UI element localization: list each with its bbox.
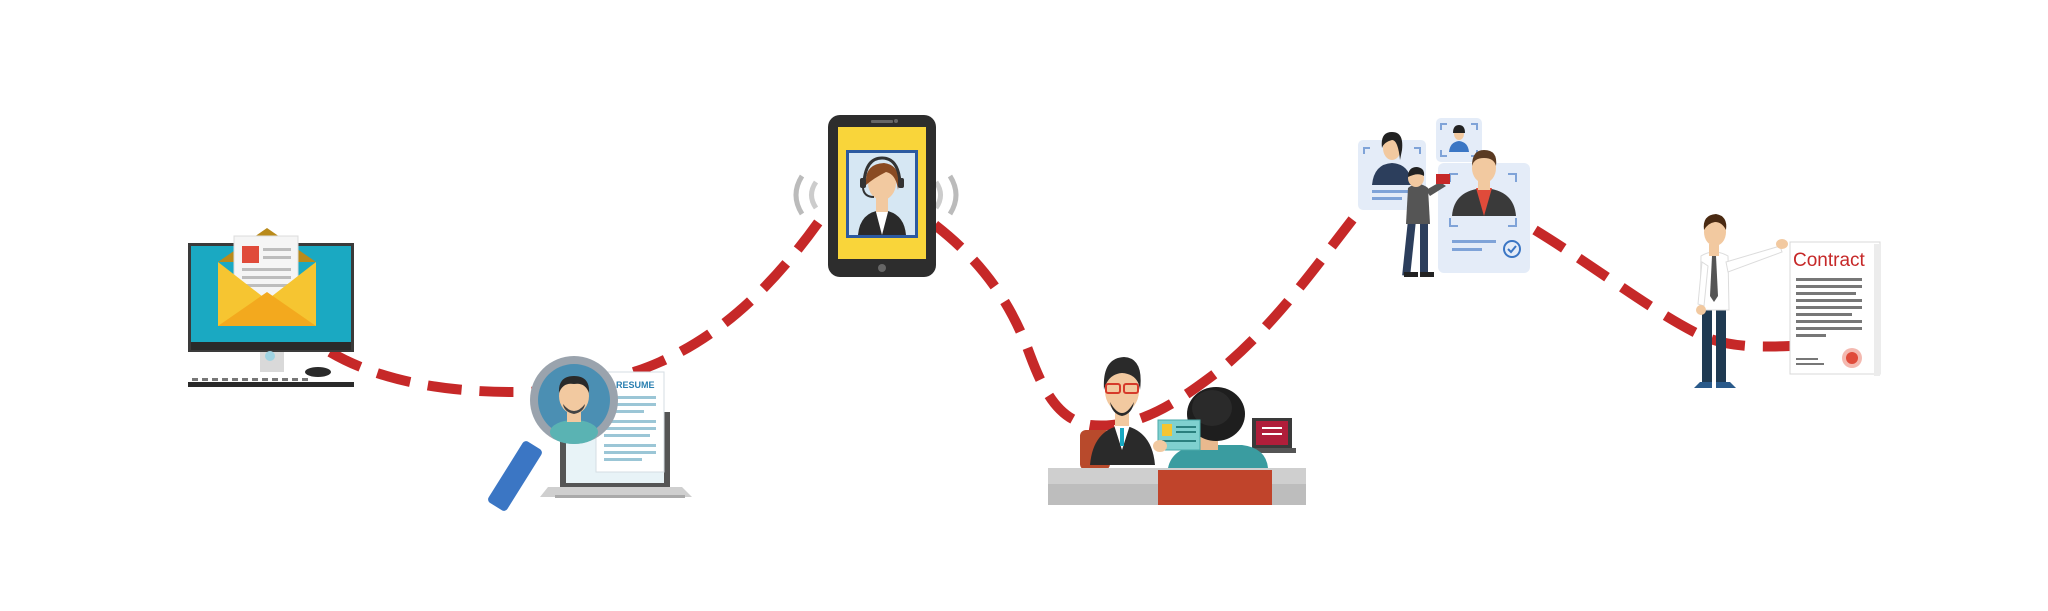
envelope-icon (218, 228, 316, 326)
resume-label: RESUME (616, 380, 655, 390)
id-card-icon (1153, 419, 1201, 452)
interview-desk-icon (1048, 357, 1306, 505)
contract-icon: Contract (1789, 241, 1881, 376)
headset-icon (858, 156, 906, 235)
contract-title: Contract (1793, 250, 1866, 271)
step-in-person-interview (1048, 357, 1306, 505)
magnifier-icon (488, 356, 618, 511)
step-phone-interview (793, 115, 959, 277)
step-application-email (188, 228, 354, 387)
businessman-figure (1694, 214, 1788, 388)
profile-card-icon (1358, 118, 1530, 273)
step-candidate-selection (1358, 118, 1530, 277)
step-job-offer-contract: Contract (1694, 214, 1881, 388)
seal-icon (1842, 348, 1862, 368)
checkmark-icon (1503, 240, 1521, 258)
step-resume-screening: RESUME (488, 356, 692, 511)
recruiter-figure (1402, 167, 1450, 277)
